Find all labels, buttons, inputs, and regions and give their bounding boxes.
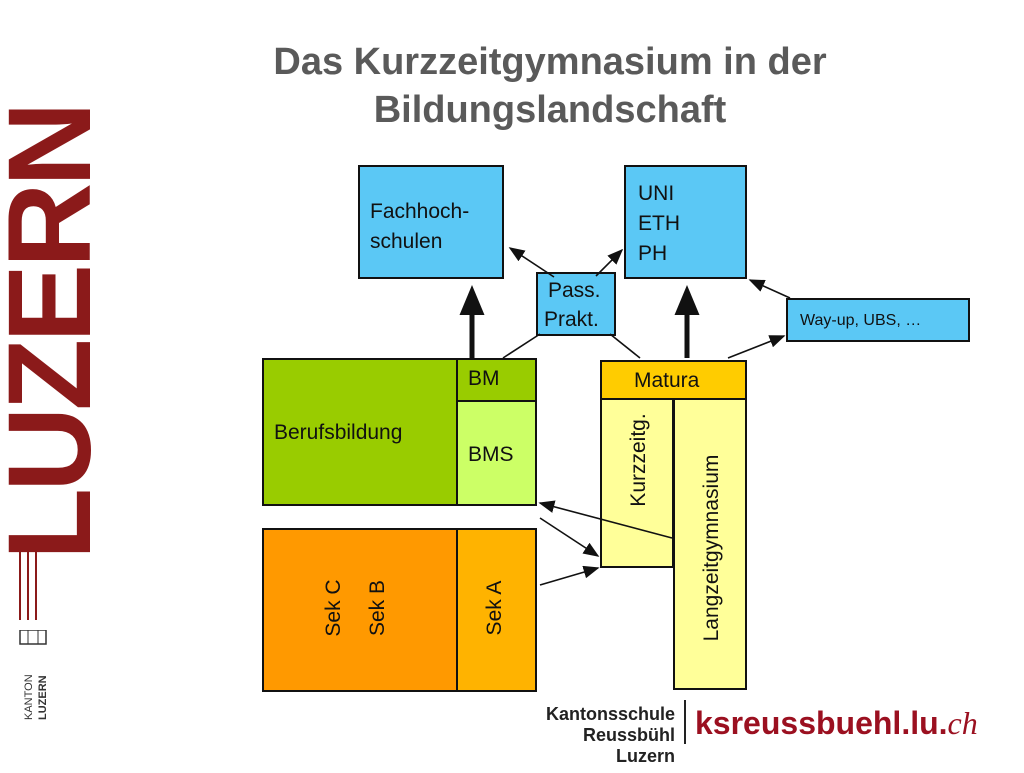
url-main: ksreussbuehl.lu.: [695, 705, 948, 741]
bms-label: BMS: [468, 443, 514, 466]
bm-box: BM: [456, 358, 537, 402]
line-bm-pass: [502, 333, 541, 359]
footer-url: ksreussbuehl.lu.ch: [695, 705, 978, 742]
school-line1: Kantonsschule: [545, 704, 675, 724]
bm-label: BM: [468, 367, 500, 390]
pass-line1: Pass.: [548, 279, 601, 302]
url-ext: ch: [947, 705, 978, 741]
berufsbildung-box: Berufsbildung: [262, 358, 458, 506]
fachhochschulen-line2: schulen: [370, 230, 443, 253]
fachhochschulen-box: Fachhoch- schulen: [358, 165, 504, 279]
berufsbildung-label: Berufsbildung: [274, 421, 403, 444]
line-matura-pass: [609, 333, 641, 359]
uni-box: UNI ETH PH: [624, 165, 747, 279]
page-title: Das Kurzzeitgymnasium in der Bildungslan…: [273, 41, 827, 131]
bms-box: BMS: [456, 400, 537, 506]
arrow-pass-uni: [595, 248, 624, 277]
matura-box: Matura: [600, 360, 747, 400]
arrow-wayup-uni: [748, 279, 791, 299]
wayup-label: Way-up, UBS, …: [800, 312, 922, 329]
kanton-top-text: KANTON: [23, 674, 35, 720]
arrow-kurzzeit-bms: [538, 500, 673, 539]
footer-separator: [684, 700, 686, 744]
luzern-wordmark: LUZERN: [0, 105, 116, 620]
kurzzeitg-box: Kurzzeitg.: [600, 398, 674, 568]
fachhochschulen-line1: Fachhoch-: [370, 200, 470, 223]
school-line2: Reussbühl Luzern: [582, 725, 675, 766]
sek-a-box: Sek A: [456, 528, 537, 692]
arrow-bms-kurzzeit: [539, 517, 600, 557]
kanton-logo: KANTON LUZERN: [19, 630, 49, 720]
brand-strip: LUZERN KANTON LUZERN: [0, 0, 116, 768]
langzeit-box: Langzeitgymnasium: [673, 398, 747, 690]
brand-vertical-text: LUZERN: [0, 105, 110, 560]
wayup-box: Way-up, UBS, …: [786, 298, 970, 342]
pass-line2: Prakt.: [544, 308, 599, 331]
sek-bc-box: Sek C Sek B: [262, 528, 458, 692]
kanton-bottom-text: LUZERN: [37, 675, 49, 720]
matura-label: Matura: [634, 369, 700, 392]
uni-line1: UNI: [638, 182, 675, 205]
uni-line2: ETH: [638, 212, 680, 235]
arrow-seka-kurzzeit: [539, 565, 600, 586]
arrow-matura-wayup: [727, 335, 786, 359]
uni-line3: PH: [638, 242, 668, 265]
pass-prakt-box: Pass. Prakt.: [536, 272, 616, 336]
arrow-pass-fh: [508, 247, 555, 278]
footer-school: Kantonsschule Reussbühl Luzern: [540, 704, 675, 767]
